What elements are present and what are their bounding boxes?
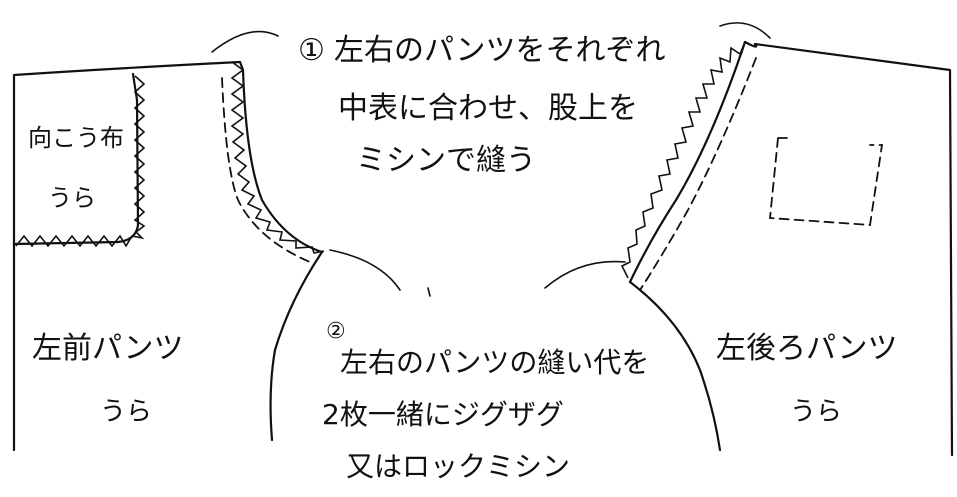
step1-line-2: 中表に合わせ、股上を [338, 91, 638, 126]
step2-line-3: 又はロックミシン [346, 450, 570, 483]
step1-line-3: ミシンで縫う [356, 143, 536, 178]
leader-line-step1 [211, 30, 279, 53]
left-front-label-1: 左前パンツ [32, 331, 184, 366]
left-front-label-2: うら [100, 397, 152, 427]
left-front-pants-panel [12, 60, 325, 452]
facing-piece: 向こう布 うら [12, 72, 146, 248]
leader-line-right [719, 22, 771, 39]
center-curve-left [329, 249, 401, 291]
step1-line-1: 左右のパンツをそれぞれ [334, 33, 666, 68]
facing-zigzag [15, 75, 146, 248]
left-back-pants-panel: 左後ろパンツ うら [620, 40, 954, 457]
left-back-label-2: うら [790, 397, 842, 427]
step2-instruction: ② 左右のパンツの縫い代を 2枚一緒にジグザグ 又はロックミシン [322, 319, 649, 483]
step2-line-1: 左右のパンツの縫い代を [340, 346, 649, 379]
front-crotch-zigzag [230, 61, 325, 254]
center-curve-right [544, 260, 626, 289]
left-back-label-1: 左後ろパンツ [716, 331, 898, 366]
back-pocket-outline [769, 137, 884, 226]
back-stitch-line [639, 57, 757, 291]
step2-line-2: 2枚一緒にジグザグ [322, 398, 564, 431]
back-crotch-zigzag [620, 41, 746, 279]
facing-label-2: うら [48, 184, 96, 212]
step1-marker: ① [298, 33, 325, 68]
step2-marker: ② [326, 319, 346, 344]
front-stitch-line [221, 77, 311, 263]
step1-instruction: ① 左右のパンツをそれぞれ 中表に合わせ、股上を ミシンで縫う [298, 33, 666, 178]
facing-label-1: 向こう布 [28, 124, 124, 152]
